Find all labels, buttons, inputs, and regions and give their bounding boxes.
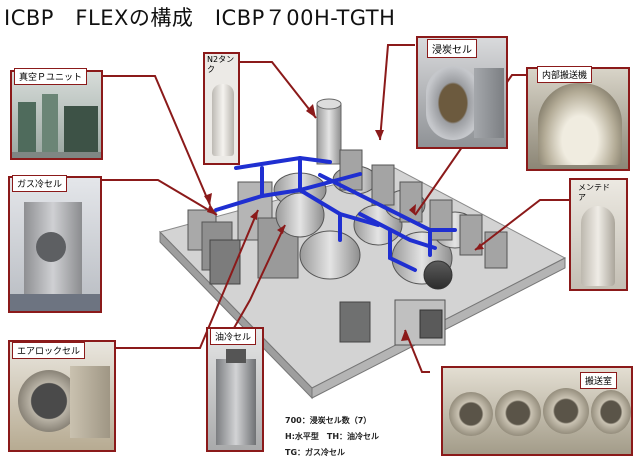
oil-cooling-cell-photo (206, 327, 264, 452)
vacuum-p-unit-label: 真空Ｐユニット (14, 68, 88, 85)
legend-line-3: TG：ガス冷セル (285, 448, 346, 457)
gas-cooling-cell-label: ガス冷セル (12, 175, 68, 192)
air-lock-cell-label: エアロックセル (12, 342, 86, 359)
legend-line-1: 700：浸炭セル数（7） (285, 416, 372, 425)
vacuum-p-unit-photo (10, 70, 103, 160)
transport-chamber-photo (441, 366, 633, 456)
model-legend: 700：浸炭セル数（7） H:水平型 TH：油冷セル TG：ガス冷セル (285, 413, 379, 461)
page-title: ICBP FLEXの構成 ICBP７00H-TGTH (4, 6, 396, 30)
internal-transport-photo (526, 67, 630, 171)
transport-chamber-label: 搬送室 (580, 372, 618, 389)
n2-tank-label: N2タン ク (207, 55, 235, 74)
blue-piping (214, 155, 457, 272)
oil-cooling-cell-label: 油冷セル (210, 328, 257, 345)
leader-arrowheads (204, 104, 484, 341)
carburizing-cell-label: 浸炭セル (427, 39, 477, 58)
internal-transport-label: 内部搬送機 (537, 66, 593, 83)
right-racks (339, 149, 508, 346)
leader-lines (101, 44, 570, 373)
legend-line-2: H:水平型 TH：油冷セル (285, 432, 380, 441)
n2-tank-photo (203, 52, 240, 165)
maintenance-door-photo (569, 178, 628, 291)
gas-cooling-cell-photo (8, 176, 102, 313)
n2-tank-column (316, 98, 342, 165)
maintenance-door-label: メンテド ア (578, 183, 610, 202)
